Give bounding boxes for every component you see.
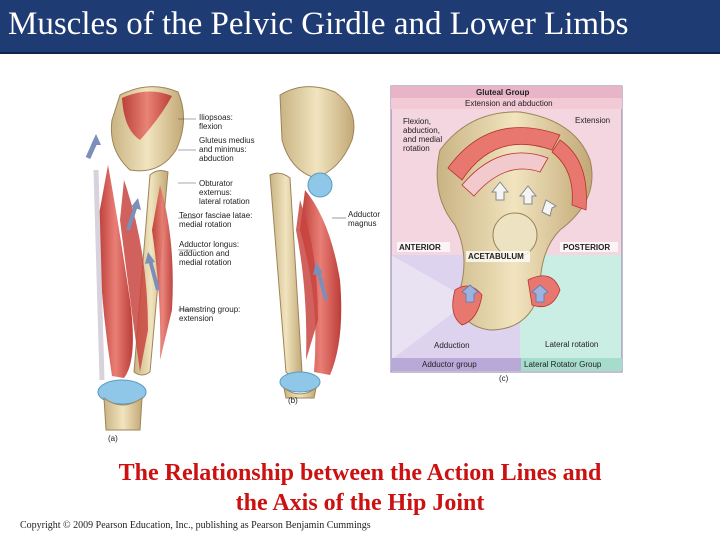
panel-c-labels: Gluteal Group Extension and abduction Fl… <box>399 88 610 383</box>
panel-a-illustration <box>85 86 184 431</box>
lateral-rotation-label: Lateral rotation <box>545 340 598 349</box>
panel-c-diagram <box>390 85 623 373</box>
caption-line-1: The Relationship between the Action Line… <box>118 460 602 486</box>
panel-a-label: (a) <box>108 434 118 443</box>
acetabulum-label: ACETABULUM <box>468 252 524 261</box>
slide-title: Muscles of the Pelvic Girdle and Lower L… <box>8 6 629 42</box>
lateral-rotator-group-label: Lateral Rotator Group <box>524 360 602 369</box>
caption-line-2: the Axis of the Hip Joint <box>235 490 485 516</box>
posterior-label: POSTERIOR <box>563 243 610 252</box>
extension-abduction-label: Extension and abduction <box>465 99 553 108</box>
gluteal-group-label: Gluteal Group <box>476 88 529 97</box>
copyright-notice: Copyright © 2009 Pearson Education, Inc.… <box>20 520 371 531</box>
callout-hamstring-group: Hamstring group:extension <box>179 305 240 323</box>
title-bar: Muscles of the Pelvic Girdle and Lower L… <box>0 0 720 54</box>
panel-b-illustration <box>269 86 355 399</box>
anterior-label: ANTERIOR <box>399 243 441 252</box>
adduction-label: Adduction <box>434 341 470 350</box>
extension-label: Extension <box>575 116 610 125</box>
adductor-group-label: Adductor group <box>422 360 477 369</box>
panel-a-leaders <box>178 118 196 311</box>
callout-iliopsoas: Iliopsoas:flexion <box>199 113 233 131</box>
callout-tensor-fasciae-latae: Tensor fasciae latae:medial rotation <box>179 211 252 229</box>
panel-c-label: (c) <box>499 374 509 383</box>
panel-b-label: (b) <box>288 396 298 405</box>
